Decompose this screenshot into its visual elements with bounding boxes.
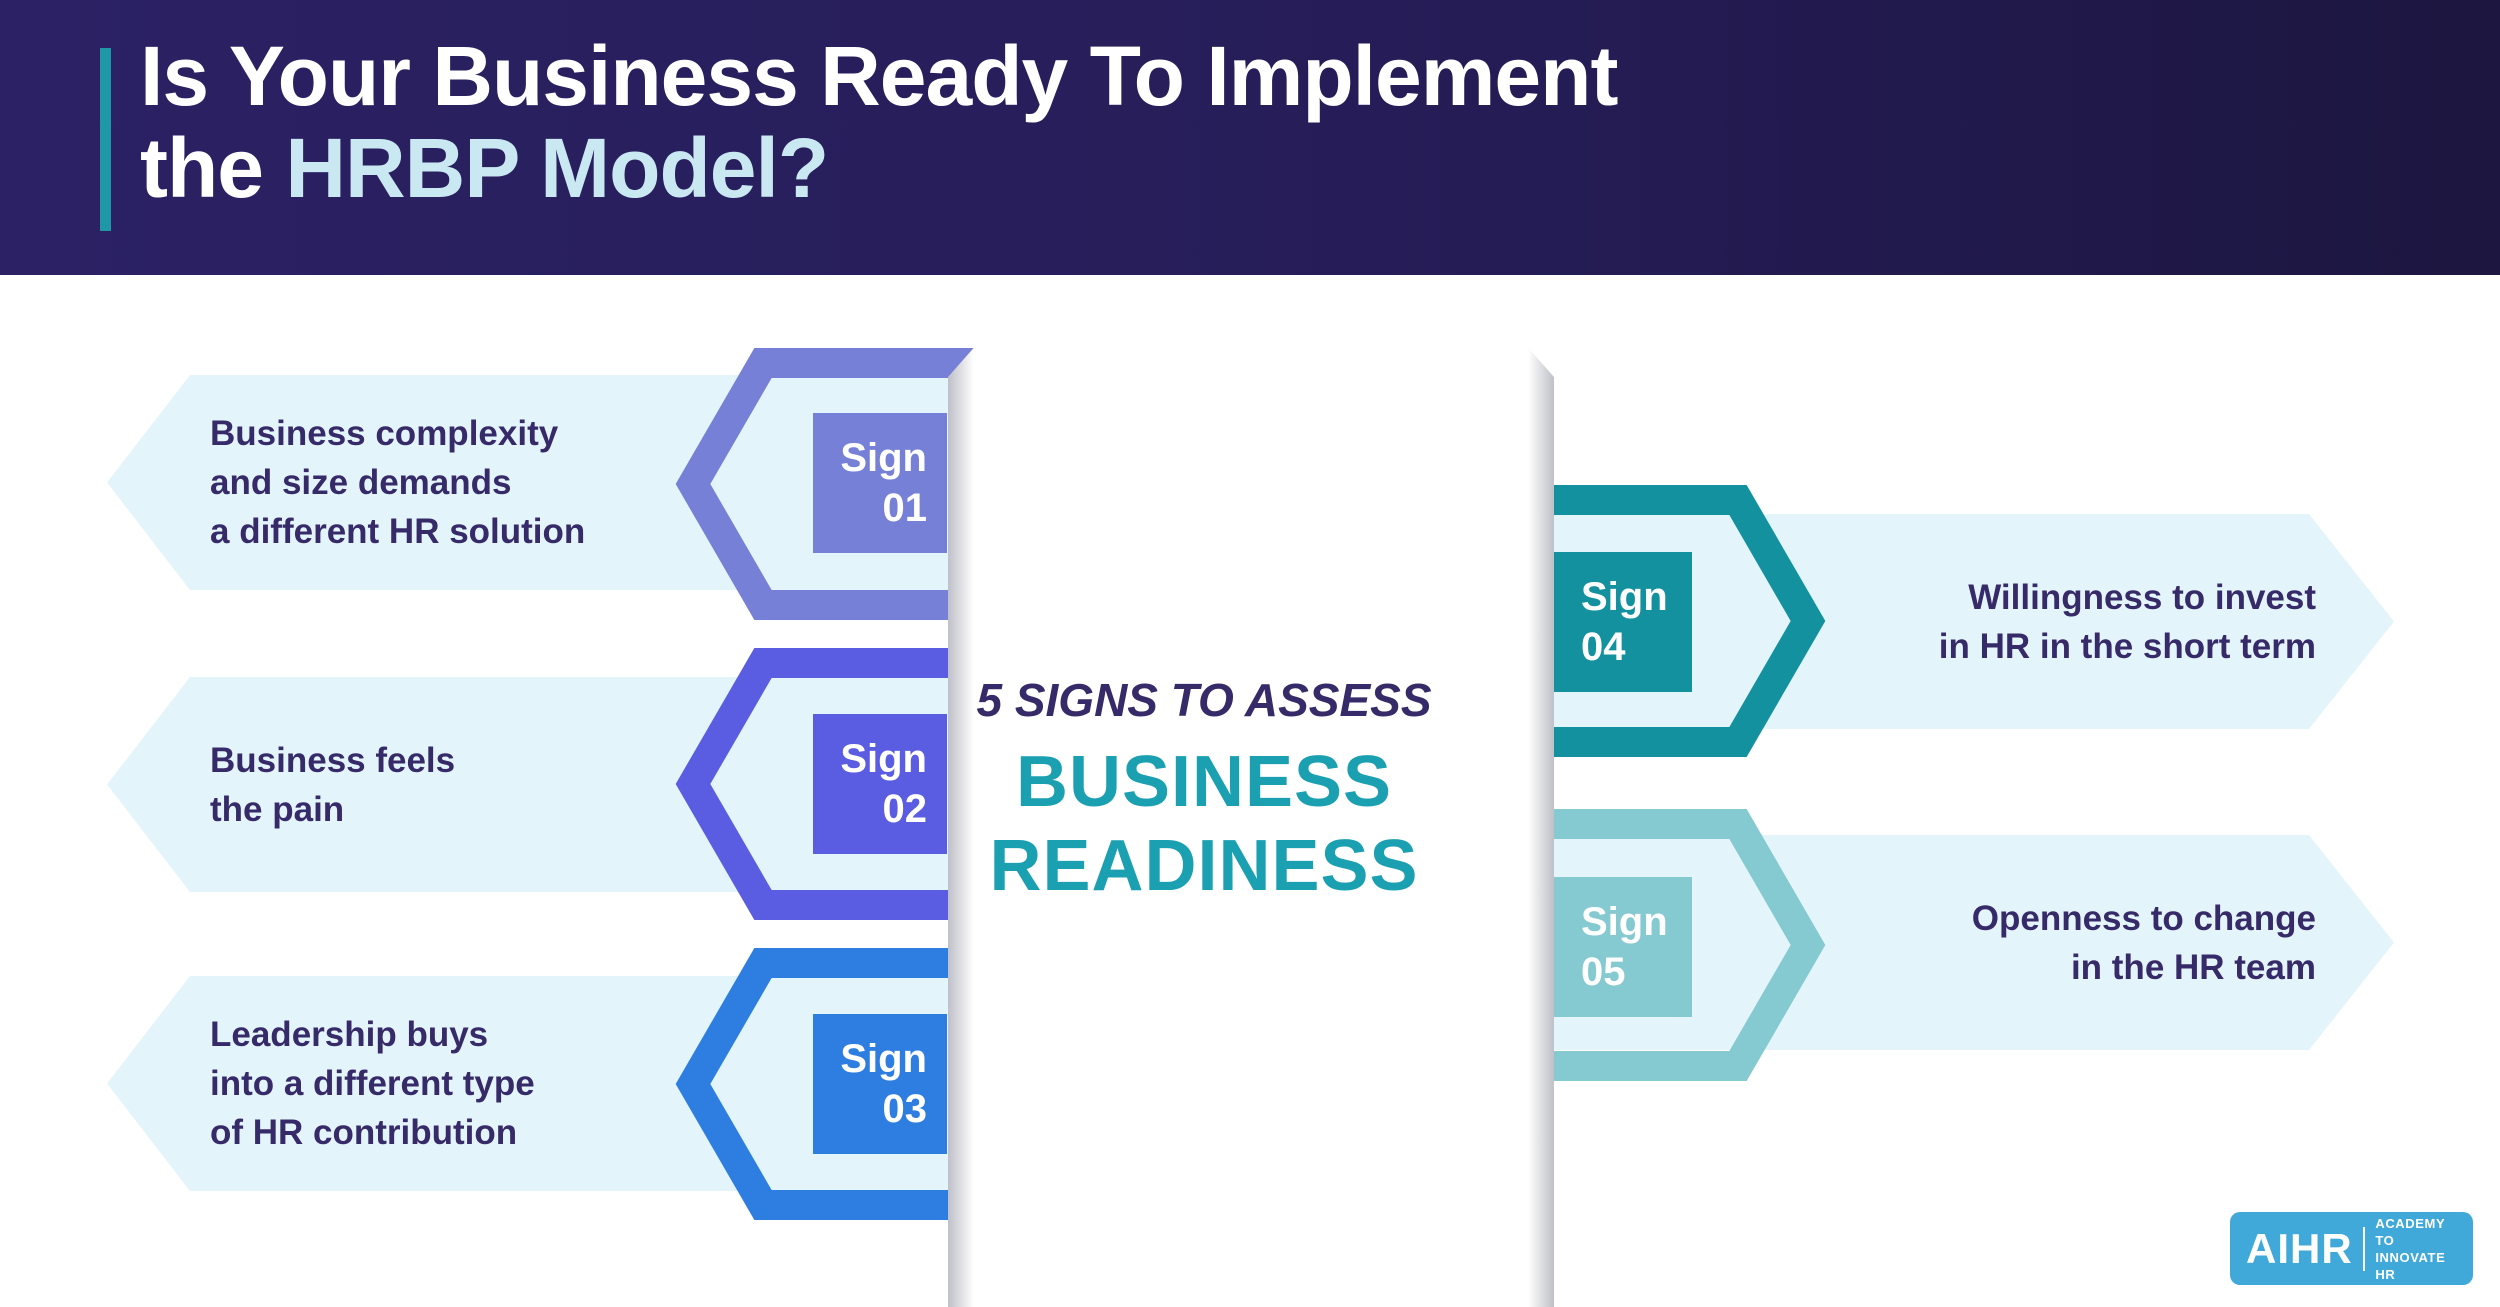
banner-sign-03-line1: Leadership buys: [210, 1015, 489, 1054]
sign-02-number: 02: [882, 787, 928, 831]
banner-sign-03-line2: into a different type: [210, 1064, 535, 1103]
page-title-line1: Is Your Business Ready To Implement: [140, 29, 1618, 123]
banner-sign-02-line2: the pain: [210, 789, 345, 829]
chevron-outline-sign-04-icon: [1480, 485, 1826, 757]
center-title-line1: BUSINESS: [1015, 742, 1393, 822]
sign-01-label: Sign: [840, 436, 927, 480]
aihr-logo-brand: AIHR: [2246, 1224, 2353, 1272]
sign-03-badge: Sign 03: [813, 1014, 947, 1154]
sign-04-badge: Sign 04: [1553, 552, 1692, 692]
aihr-logo-divider: [2362, 1226, 2366, 1271]
sign-04-number: 04: [1581, 625, 1626, 669]
title-accent-bar: [100, 48, 111, 231]
chevron-outline-sign-02-icon: [675, 648, 1008, 920]
chevron-outline-sign-01-icon: [675, 348, 1008, 620]
page-title: Is Your Business Ready To Implement the …: [140, 29, 1618, 214]
center-kicker: 5 SIGNS TO ASSESS: [976, 674, 1432, 726]
aihr-logo-tagline: ACADEMY TO INNOVATE HR: [2375, 1215, 2459, 1283]
banner-sign-04-line2: in HR in the short term: [1938, 626, 2316, 666]
banner-sign-01-line2: and size demands: [210, 463, 512, 502]
center-panel: [948, 343, 1554, 1307]
page-title-line2-prefix: the: [140, 121, 286, 215]
sign-01-number: 01: [882, 486, 928, 530]
banner-sign-01-line3: a different HR solution: [210, 512, 586, 551]
sign-04-label: Sign: [1581, 575, 1668, 619]
chevron-outline-sign-05-icon: [1480, 809, 1826, 1081]
sign-02-label: Sign: [840, 737, 927, 781]
chevron-outline-sign-03-icon: [675, 948, 1008, 1220]
sign-03-label: Sign: [840, 1037, 927, 1081]
banner-sign-03-line3: of HR contribution: [210, 1113, 518, 1152]
sign-05-number: 05: [1581, 950, 1626, 994]
header-band: Is Your Business Ready To Implement the …: [0, 0, 2500, 275]
sign-02-badge: Sign 02: [813, 714, 947, 854]
page-title-line2: the HRBP Model?: [140, 122, 1617, 214]
sign-05-badge: Sign 05: [1553, 877, 1692, 1017]
center-title-line2: READINESS: [989, 826, 1419, 906]
page-title-line2-highlight: HRBP Model?: [285, 121, 829, 215]
sign-03-number: 03: [882, 1087, 928, 1131]
aihr-logo-tagline-line1: ACADEMY TO: [2375, 1215, 2446, 1248]
sign-05-label: Sign: [1581, 900, 1668, 944]
aihr-logo: AIHR ACADEMY TO INNOVATE HR: [2230, 1212, 2473, 1285]
banner-sign-01-line1: Business complexity: [210, 414, 559, 453]
banner-sign-02-line1: Business feels: [210, 740, 456, 780]
banner-sign-04-line1: Willingness to invest: [1968, 577, 2316, 617]
banner-sign-05-line1: Openness to change: [1971, 898, 2316, 938]
aihr-logo-tagline-line2: INNOVATE HR: [2375, 1249, 2446, 1282]
banner-sign-05-line2: in the HR team: [2070, 947, 2316, 987]
center-copy: 5 SIGNS TO ASSESS BUSINESS READINESS: [948, 672, 1460, 908]
sign-01-badge: Sign 01: [813, 413, 947, 553]
